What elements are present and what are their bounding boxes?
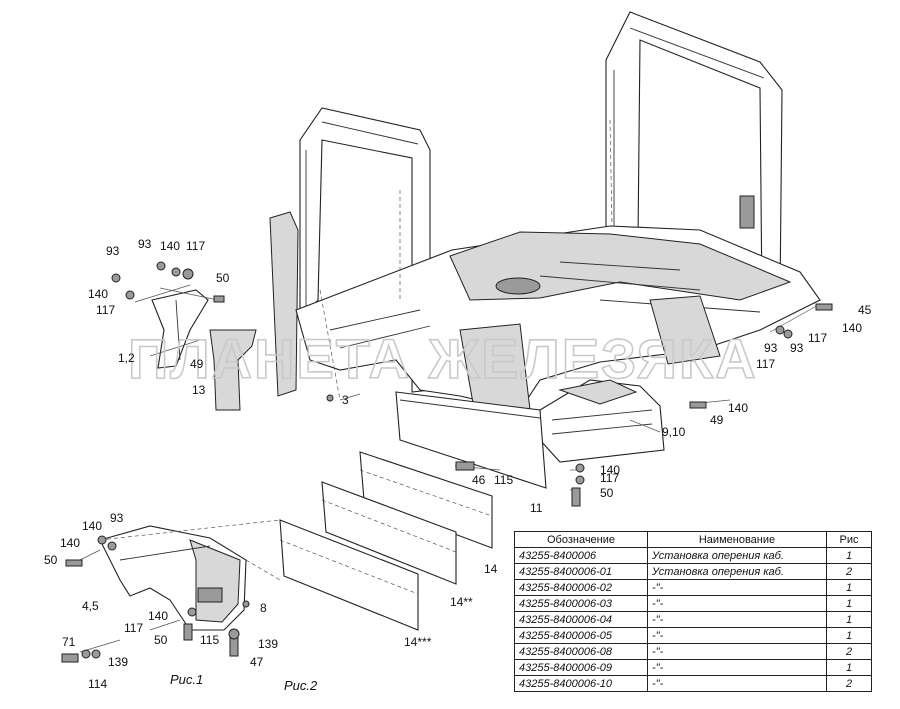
table-row: 43255-8400006-09-"-1 [514,659,872,676]
callout-14-triple-star: 14*** [404,635,432,649]
callout-8: 8 [260,601,267,615]
column-header-name: Наименование [647,531,827,548]
table-row: 43255-8400006-08-"-2 [514,643,872,660]
callout-140: 140 [600,463,620,477]
callout-13: 13 [192,383,206,397]
left-bracket-assembly [151,289,257,411]
callout-117: 117 [124,621,143,635]
callout-49: 49 [190,357,204,371]
callout-140: 140 [728,401,748,415]
cell-name: -"- [647,611,827,628]
table-row: 43255-8400006-05-"-1 [514,627,872,644]
figure-label-1: Рис.1 [170,672,203,687]
callout-50: 50 [154,633,168,647]
callout-140: 140 [842,321,862,335]
watermark: ПЛАНЕТА ЖЕЛЕЗЯКА [128,327,758,390]
cell-name: -"- [647,643,827,660]
column-header-designation: Обозначение [514,531,648,548]
fasteners [61,261,833,663]
cell-designation: 43255-8400006-08 [514,643,648,660]
cell-figure: 2 [826,675,872,692]
callout-numbers: 93 93 140 117 140 117 50 1,2 49 13 3 45 … [44,237,872,691]
cell-figure: 1 [826,627,872,644]
callout-49: 49 [710,413,724,427]
callout-140: 140 [88,287,108,301]
callout-45: 45 [858,303,872,317]
cell-name: -"- [647,595,827,612]
callout-47: 47 [250,655,264,669]
callout-46: 46 [472,473,486,487]
fender-plate-11 [395,391,547,489]
callout-115: 115 [494,473,513,487]
cell-designation: 43255-8400006-09 [514,659,648,676]
cell-designation: 43255-8400006-04 [514,611,648,628]
table-row: 43255-8400006-02-"-1 [514,579,872,596]
cell-name: -"- [647,659,827,676]
cell-figure: 1 [826,595,872,612]
callout-117: 117 [808,331,827,345]
table-row: 43255-8400006-03-"-1 [514,595,872,612]
table-row: 43255-8400006-04-"-1 [514,611,872,628]
callout-14-double-star: 14** [450,595,473,609]
table-row: 43255-8400006-10-"-2 [514,675,872,692]
cell-designation: 43255-8400006 [514,547,648,564]
callout-11: 11 [530,501,543,515]
cell-figure: 1 [826,579,872,596]
cell-name: -"- [647,579,827,596]
cell-designation: 43255-8400006-05 [514,627,648,644]
cab-frame [269,11,821,421]
cell-figure: 2 [826,563,872,580]
callout-50: 50 [216,271,230,285]
cell-name: Установка оперения каб. [647,563,827,580]
callout-139: 139 [258,637,278,651]
callout-3: 3 [342,393,349,407]
callout-71: 71 [62,635,76,649]
cell-name: Установка оперения каб. [647,547,827,564]
cell-designation: 43255-8400006-01 [514,563,648,580]
assembly-table: Обозначение Наименование Рис 43255-84000… [514,531,872,692]
callout-117: 117 [600,471,619,485]
callout-93: 93 [790,341,804,355]
cell-figure: 1 [826,547,872,564]
cell-designation: 43255-8400006-10 [514,675,648,692]
callout-50: 50 [44,553,58,567]
callout-117: 117 [96,303,115,317]
callout-4-5: 4,5 [82,599,99,613]
callout-140: 140 [148,609,168,623]
callout-1-2: 1,2 [118,351,135,365]
callout-140: 140 [82,519,102,533]
cell-designation: 43255-8400006-03 [514,595,648,612]
callout-115: 115 [200,633,219,647]
front-fender-fig1 [99,525,247,631]
callout-9-10: 9,10 [662,425,686,439]
splash-flaps [279,451,493,631]
cell-name: -"- [647,675,827,692]
callout-93: 93 [764,341,778,355]
callout-117: 117 [756,357,775,371]
callout-14: 14 [484,562,498,576]
callout-93: 93 [110,511,124,525]
table-header-row: Обозначение Наименование Рис [514,531,872,548]
callout-50: 50 [600,486,614,500]
cell-name: -"- [647,627,827,644]
cell-figure: 1 [826,659,872,676]
callout-140: 140 [60,536,80,550]
column-header-figure: Рис [826,531,872,548]
callout-140: 140 [160,239,180,253]
callout-139: 139 [108,655,128,669]
callout-114: 114 [88,677,107,691]
callout-93: 93 [138,237,152,251]
cell-figure: 1 [826,611,872,628]
cell-designation: 43255-8400006-02 [514,579,648,596]
callout-117: 117 [186,239,205,253]
step-panel [539,379,665,463]
cell-figure: 2 [826,643,872,660]
figure-label-2: Рис.2 [284,678,318,693]
callout-93: 93 [106,244,120,258]
